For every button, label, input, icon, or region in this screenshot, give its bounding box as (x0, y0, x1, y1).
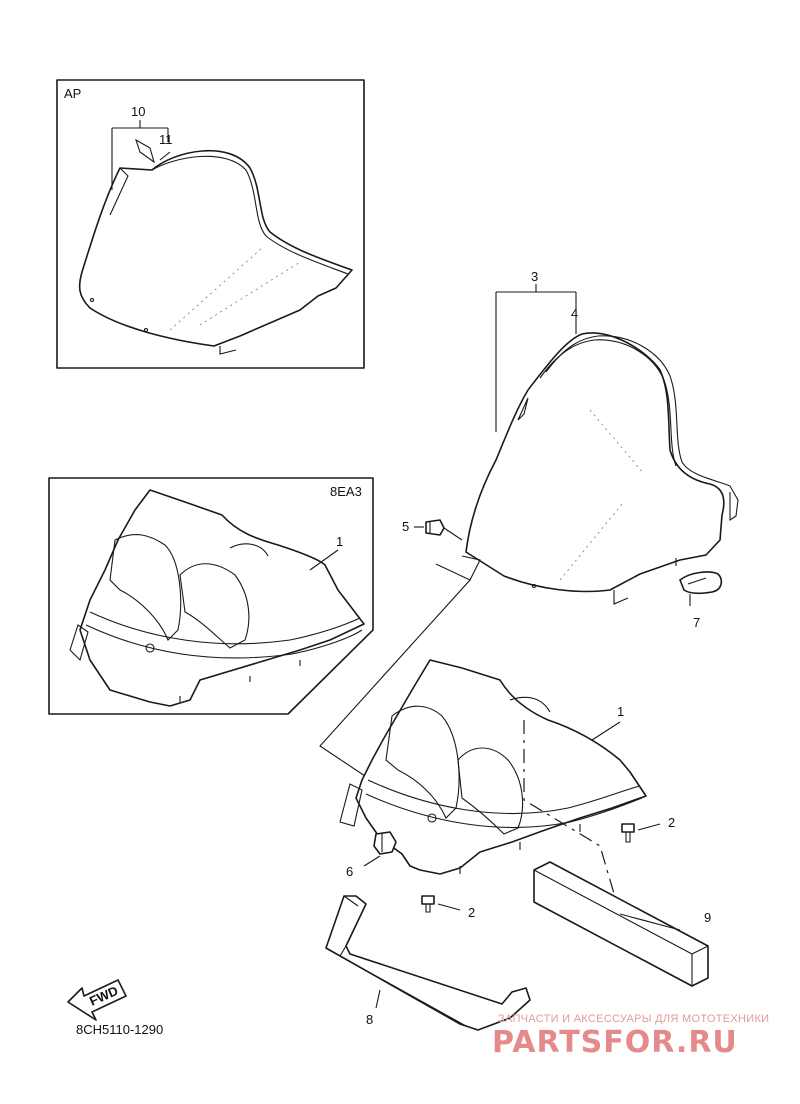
screw-2-right: 2 (621, 815, 675, 843)
callout-1-main: 1 (617, 704, 624, 719)
main-cowl: 1 (339, 659, 647, 915)
watermark: ЗАПЧАСТИ И АКСЕССУАРЫ ДЛЯ МОТОТЕХНИКИ PA… (492, 1013, 769, 1060)
callout-9: 9 (704, 910, 711, 925)
variant-inset: 8EA3 1 (48, 477, 374, 715)
callout-2-right: 2 (668, 815, 675, 830)
foam-block-9: 9 (533, 861, 711, 987)
callout-11: 11 (159, 132, 173, 147)
inset-cowl (79, 489, 365, 707)
ap-windshield (78, 149, 353, 347)
variant-inset-tag: 8EA3 (330, 484, 362, 499)
callout-7: 7 (693, 615, 700, 630)
callout-3: 3 (531, 269, 538, 284)
callout-8: 8 (366, 1012, 373, 1027)
callout-4: 4 (571, 306, 578, 321)
leader-inset-to-main (319, 563, 471, 787)
ap-inset-tag: AP (64, 86, 81, 101)
centerline (523, 720, 621, 915)
clip-7: 7 (679, 571, 723, 630)
callout-6: 6 (346, 864, 353, 879)
callout-10: 10 (131, 104, 145, 119)
callout-10-bracket (111, 120, 169, 190)
diagram-code: 8CH5110-1290 (76, 1022, 163, 1037)
callout-5: 5 (402, 519, 409, 534)
callout-1-inset: 1 (336, 534, 343, 549)
callout-3-bracket (495, 284, 577, 432)
bolt-5: 5 (402, 519, 463, 541)
fwd-arrow: FWD (67, 979, 127, 1021)
callout-2-lower: 2 (468, 905, 475, 920)
watermark-tagline: ЗАПЧАСТИ И АКСЕССУАРЫ ДЛЯ МОТОТЕХНИКИ (498, 1013, 769, 1025)
screw-2-lower: 2 (421, 895, 475, 920)
seal-strip-8: 8 (325, 895, 531, 1031)
watermark-brand: PARTSFOR.RU (492, 1025, 738, 1060)
ap-inset: AP 10 11 (56, 79, 365, 369)
grommet-6: 6 (346, 831, 397, 879)
fwd-arrow-icon (67, 979, 127, 1021)
main-windshield: 3 4 (465, 269, 739, 605)
